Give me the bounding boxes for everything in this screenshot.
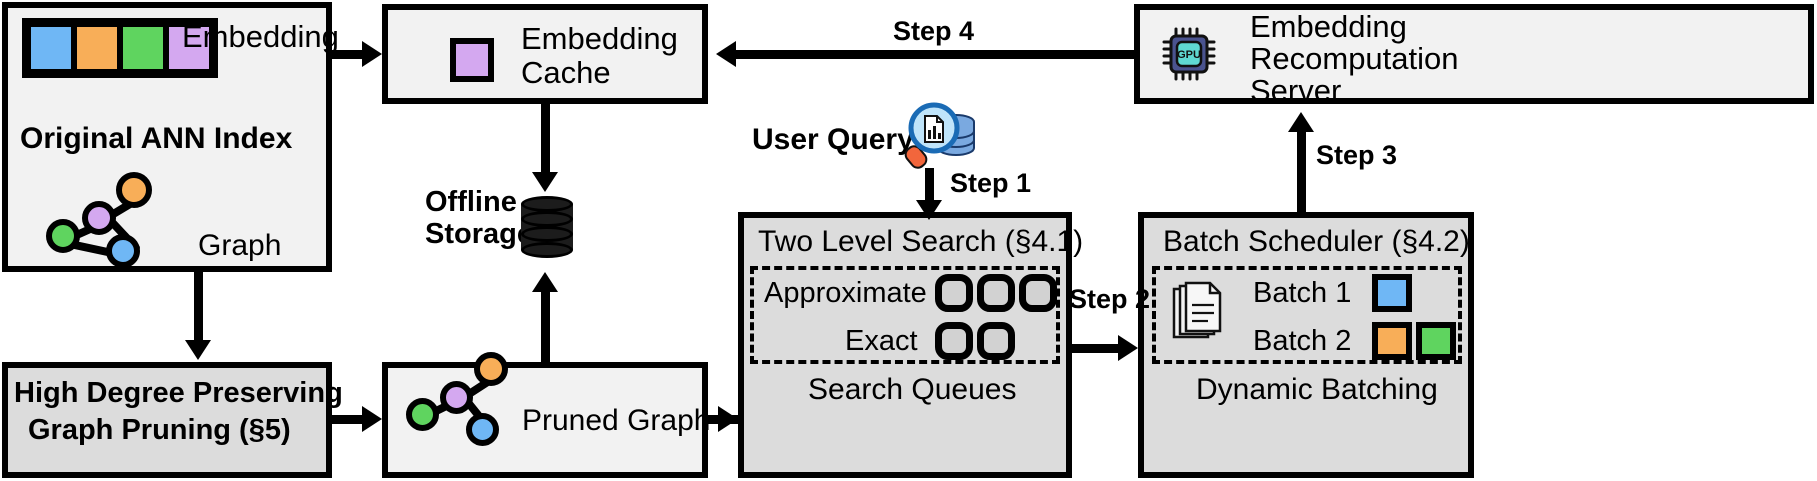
embedding-cache-title-line2: Cache: [521, 55, 611, 90]
embedding-label: Embedding: [182, 19, 339, 54]
dynamic-batching-footer: Dynamic Batching: [1196, 373, 1438, 406]
exact-row-label: Exact: [845, 325, 918, 357]
recomputation-server-title-line2: Recomputation: [1250, 41, 1459, 76]
batch-2-label: Batch 2: [1253, 325, 1352, 357]
offline-storage-label-line2: Storage: [425, 218, 533, 250]
batch-scheduler-title: Batch Scheduler (§4.2): [1163, 225, 1470, 258]
embedding-cell-green: [120, 24, 166, 72]
batch-1-chip-blue: [1372, 274, 1412, 312]
arrow-index-to-pruning-head: [185, 340, 211, 360]
arrow-step1-head: [916, 200, 942, 220]
arrow-pruning-to-pruned-head: [362, 406, 382, 432]
graph-label: Graph: [198, 229, 282, 262]
search-queues-dashed-area: [750, 266, 1060, 364]
arrow-index-to-cache-head: [362, 41, 382, 67]
arrow-index-to-cache-line: [332, 50, 364, 59]
exact-queue-chip-1: [935, 322, 973, 360]
arrow-step2-head: [1118, 335, 1138, 361]
two-level-search-title: Two Level Search (§4.1): [758, 225, 1084, 258]
graph-node-purple: [82, 201, 116, 235]
embedding-cell-purple: [166, 24, 212, 72]
arrow-step4-line: [736, 50, 1136, 59]
arrow-step3-head: [1288, 112, 1314, 132]
graph-node-green: [46, 219, 80, 253]
arrow-cache-to-storage-line: [541, 104, 550, 176]
arrow-pruned-to-search-head: [718, 406, 738, 432]
embedding-cell-blue: [28, 24, 74, 72]
embedding-cache-swatch: [450, 38, 494, 82]
approximate-queue-chip-3: [1019, 274, 1057, 312]
arrow-cache-to-storage-head: [532, 172, 558, 192]
embedding-cache-title-line1: Embedding: [521, 21, 678, 56]
arrow-step2-line: [1072, 344, 1122, 353]
arrow-step1-line: [925, 168, 934, 204]
pruned-node-blue: [466, 413, 499, 446]
pruned-graph-label: Pruned Graph: [522, 404, 711, 437]
embedding-cell-orange: [74, 24, 120, 72]
search-database-icon: [900, 100, 978, 172]
step-1-label: Step 1: [950, 168, 1032, 198]
pruned-node-green: [406, 398, 439, 431]
database-cylinder-icon: [521, 196, 573, 258]
batch-1-label: Batch 1: [1253, 277, 1352, 309]
gpu-chip-icon: GPU: [1160, 25, 1218, 83]
documents-icon: [1170, 281, 1226, 343]
offline-storage-label-line1: Offline: [425, 186, 517, 218]
graph-node-blue: [106, 234, 140, 268]
recomputation-server-title-line1: Embedding: [1250, 9, 1407, 44]
arrow-step4-head: [716, 41, 736, 67]
graph-pruning-title-line1: High Degree Preserving: [14, 377, 343, 409]
user-query-label: User Query: [752, 123, 914, 156]
svg-text:GPU: GPU: [1177, 49, 1201, 61]
embedding-strip: [22, 18, 218, 78]
graph-pruning-panel: [2, 362, 332, 478]
graph-node-orange: [116, 172, 152, 208]
exact-queue-chip-2: [977, 322, 1015, 360]
arrow-pruned-to-storage-head: [532, 272, 558, 292]
approximate-queue-chip-2: [977, 274, 1015, 312]
approximate-row-label: Approximate: [764, 277, 927, 309]
pruned-node-purple: [440, 381, 473, 414]
recomputation-server-title-line3: Server: [1250, 73, 1342, 108]
dynamic-batching-dashed-area: [1152, 266, 1462, 364]
batch-2-chip-orange: [1372, 322, 1412, 360]
approximate-queue-chip-1: [935, 274, 973, 312]
arrow-pruned-to-storage-line: [541, 290, 550, 364]
step-3-label: Step 3: [1316, 140, 1398, 170]
batch-2-chip-green: [1416, 322, 1456, 360]
embedding-cache-panel: [382, 4, 708, 104]
step-2-label: Step 2: [1069, 284, 1151, 314]
pruned-node-orange: [474, 352, 508, 386]
original-ann-index-title: Original ANN Index: [20, 122, 293, 155]
recomputation-server-panel: [1134, 4, 1814, 104]
arrow-pruning-to-pruned-line: [332, 415, 364, 424]
two-level-search-panel: [738, 212, 1072, 478]
arrow-index-to-pruning-line: [194, 272, 203, 344]
graph-pruning-title-line2: Graph Pruning (§5): [28, 414, 291, 446]
step-4-label: Step 4: [893, 16, 975, 46]
arrow-step3-line: [1297, 130, 1306, 212]
search-queues-footer: Search Queues: [808, 373, 1017, 406]
